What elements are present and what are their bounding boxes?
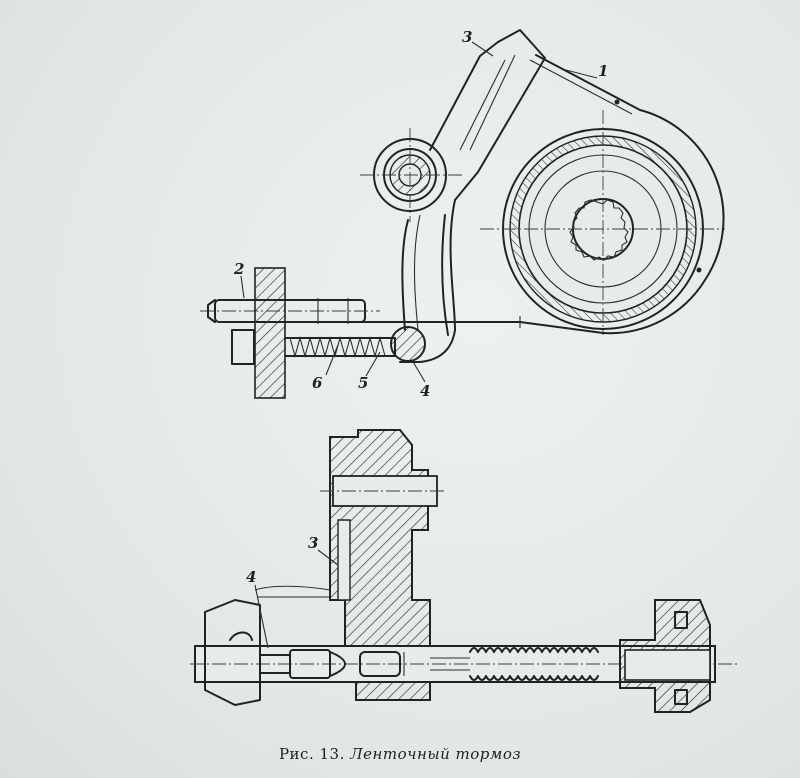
section-view: [190, 429, 740, 713]
callout-2: 2: [233, 260, 244, 278]
figure-caption: Рис. 13. Ленточный тормоз: [0, 745, 800, 763]
leader-lines-top: [240, 41, 598, 383]
callout-4: 4: [420, 382, 430, 400]
callout-6: 6: [312, 374, 323, 392]
callout-3: 3: [462, 28, 472, 46]
brake-band: [359, 54, 725, 335]
lever-pivot: [360, 128, 465, 222]
leader-lines-bottom: [254, 549, 339, 649]
brake-drum: [480, 110, 725, 335]
rubber-bellows: [430, 647, 599, 681]
callout-1: 1: [598, 62, 608, 80]
callout-3-section: 3: [308, 534, 318, 552]
brake-lever: [399, 29, 546, 363]
callout-4-section: 4: [246, 568, 256, 586]
caption-title: Ленточный тормоз: [350, 745, 522, 763]
ball-joint: [390, 326, 426, 362]
caption-prefix: Рис. 13.: [278, 745, 345, 763]
callout-5: 5: [358, 374, 368, 392]
